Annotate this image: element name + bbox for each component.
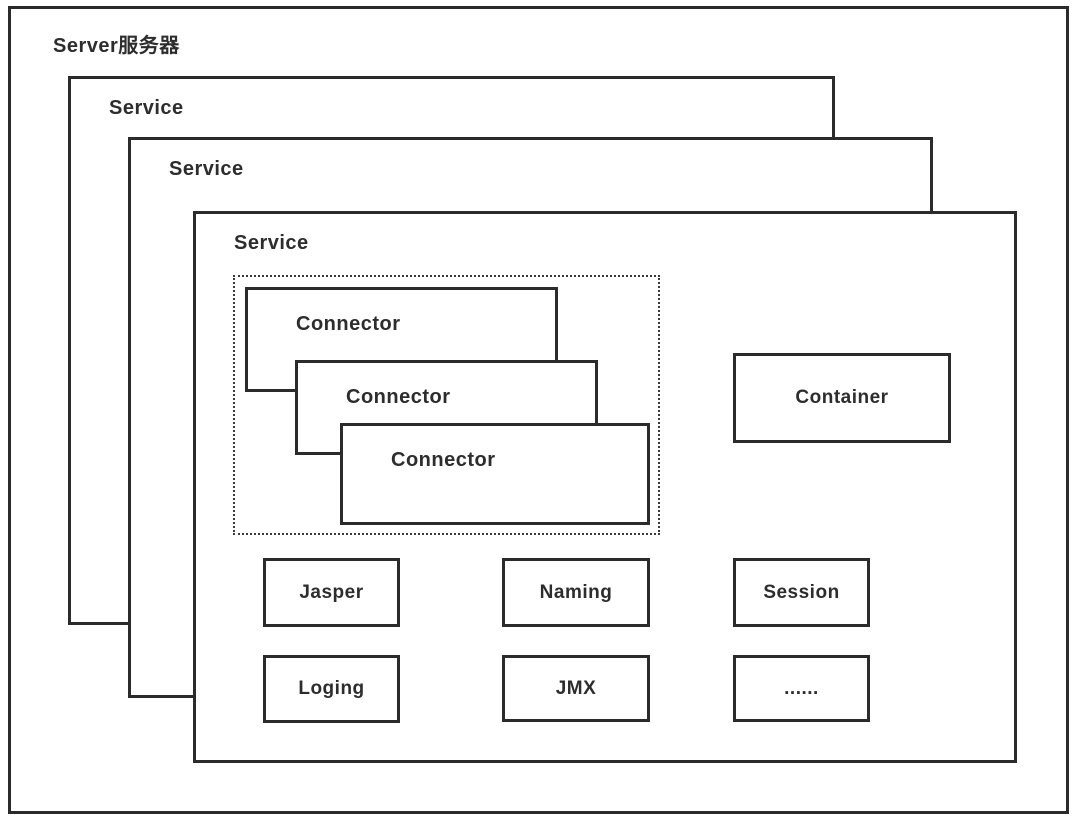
connector-group-dotted-box xyxy=(233,275,660,535)
connector-label-back: Connector xyxy=(296,313,401,335)
connector-label-front: Connector xyxy=(391,449,496,471)
session-label: Session xyxy=(763,581,840,603)
naming-label: Naming xyxy=(539,581,613,603)
ellipsis-box: ...... xyxy=(733,655,870,722)
ellipsis-label: ...... xyxy=(784,677,819,699)
connector-box-front: Connector xyxy=(340,423,650,525)
loging-label: Loging xyxy=(298,678,365,699)
server-label: Server服务器 xyxy=(53,35,180,57)
loging-box: Loging xyxy=(263,655,400,723)
session-box: Session xyxy=(733,558,870,627)
service-label-middle: Service xyxy=(169,158,244,180)
connector-label-middle: Connector xyxy=(346,386,451,408)
jasper-box: Jasper xyxy=(263,558,400,627)
jmx-label: JMX xyxy=(555,677,597,699)
service-label-back: Service xyxy=(109,97,184,119)
naming-box: Naming xyxy=(502,558,650,627)
container-label: Container xyxy=(795,387,889,408)
service-label-front: Service xyxy=(234,232,309,254)
jasper-label: Jasper xyxy=(299,581,364,603)
jmx-box: JMX xyxy=(502,655,650,722)
container-box: Container xyxy=(733,353,951,443)
